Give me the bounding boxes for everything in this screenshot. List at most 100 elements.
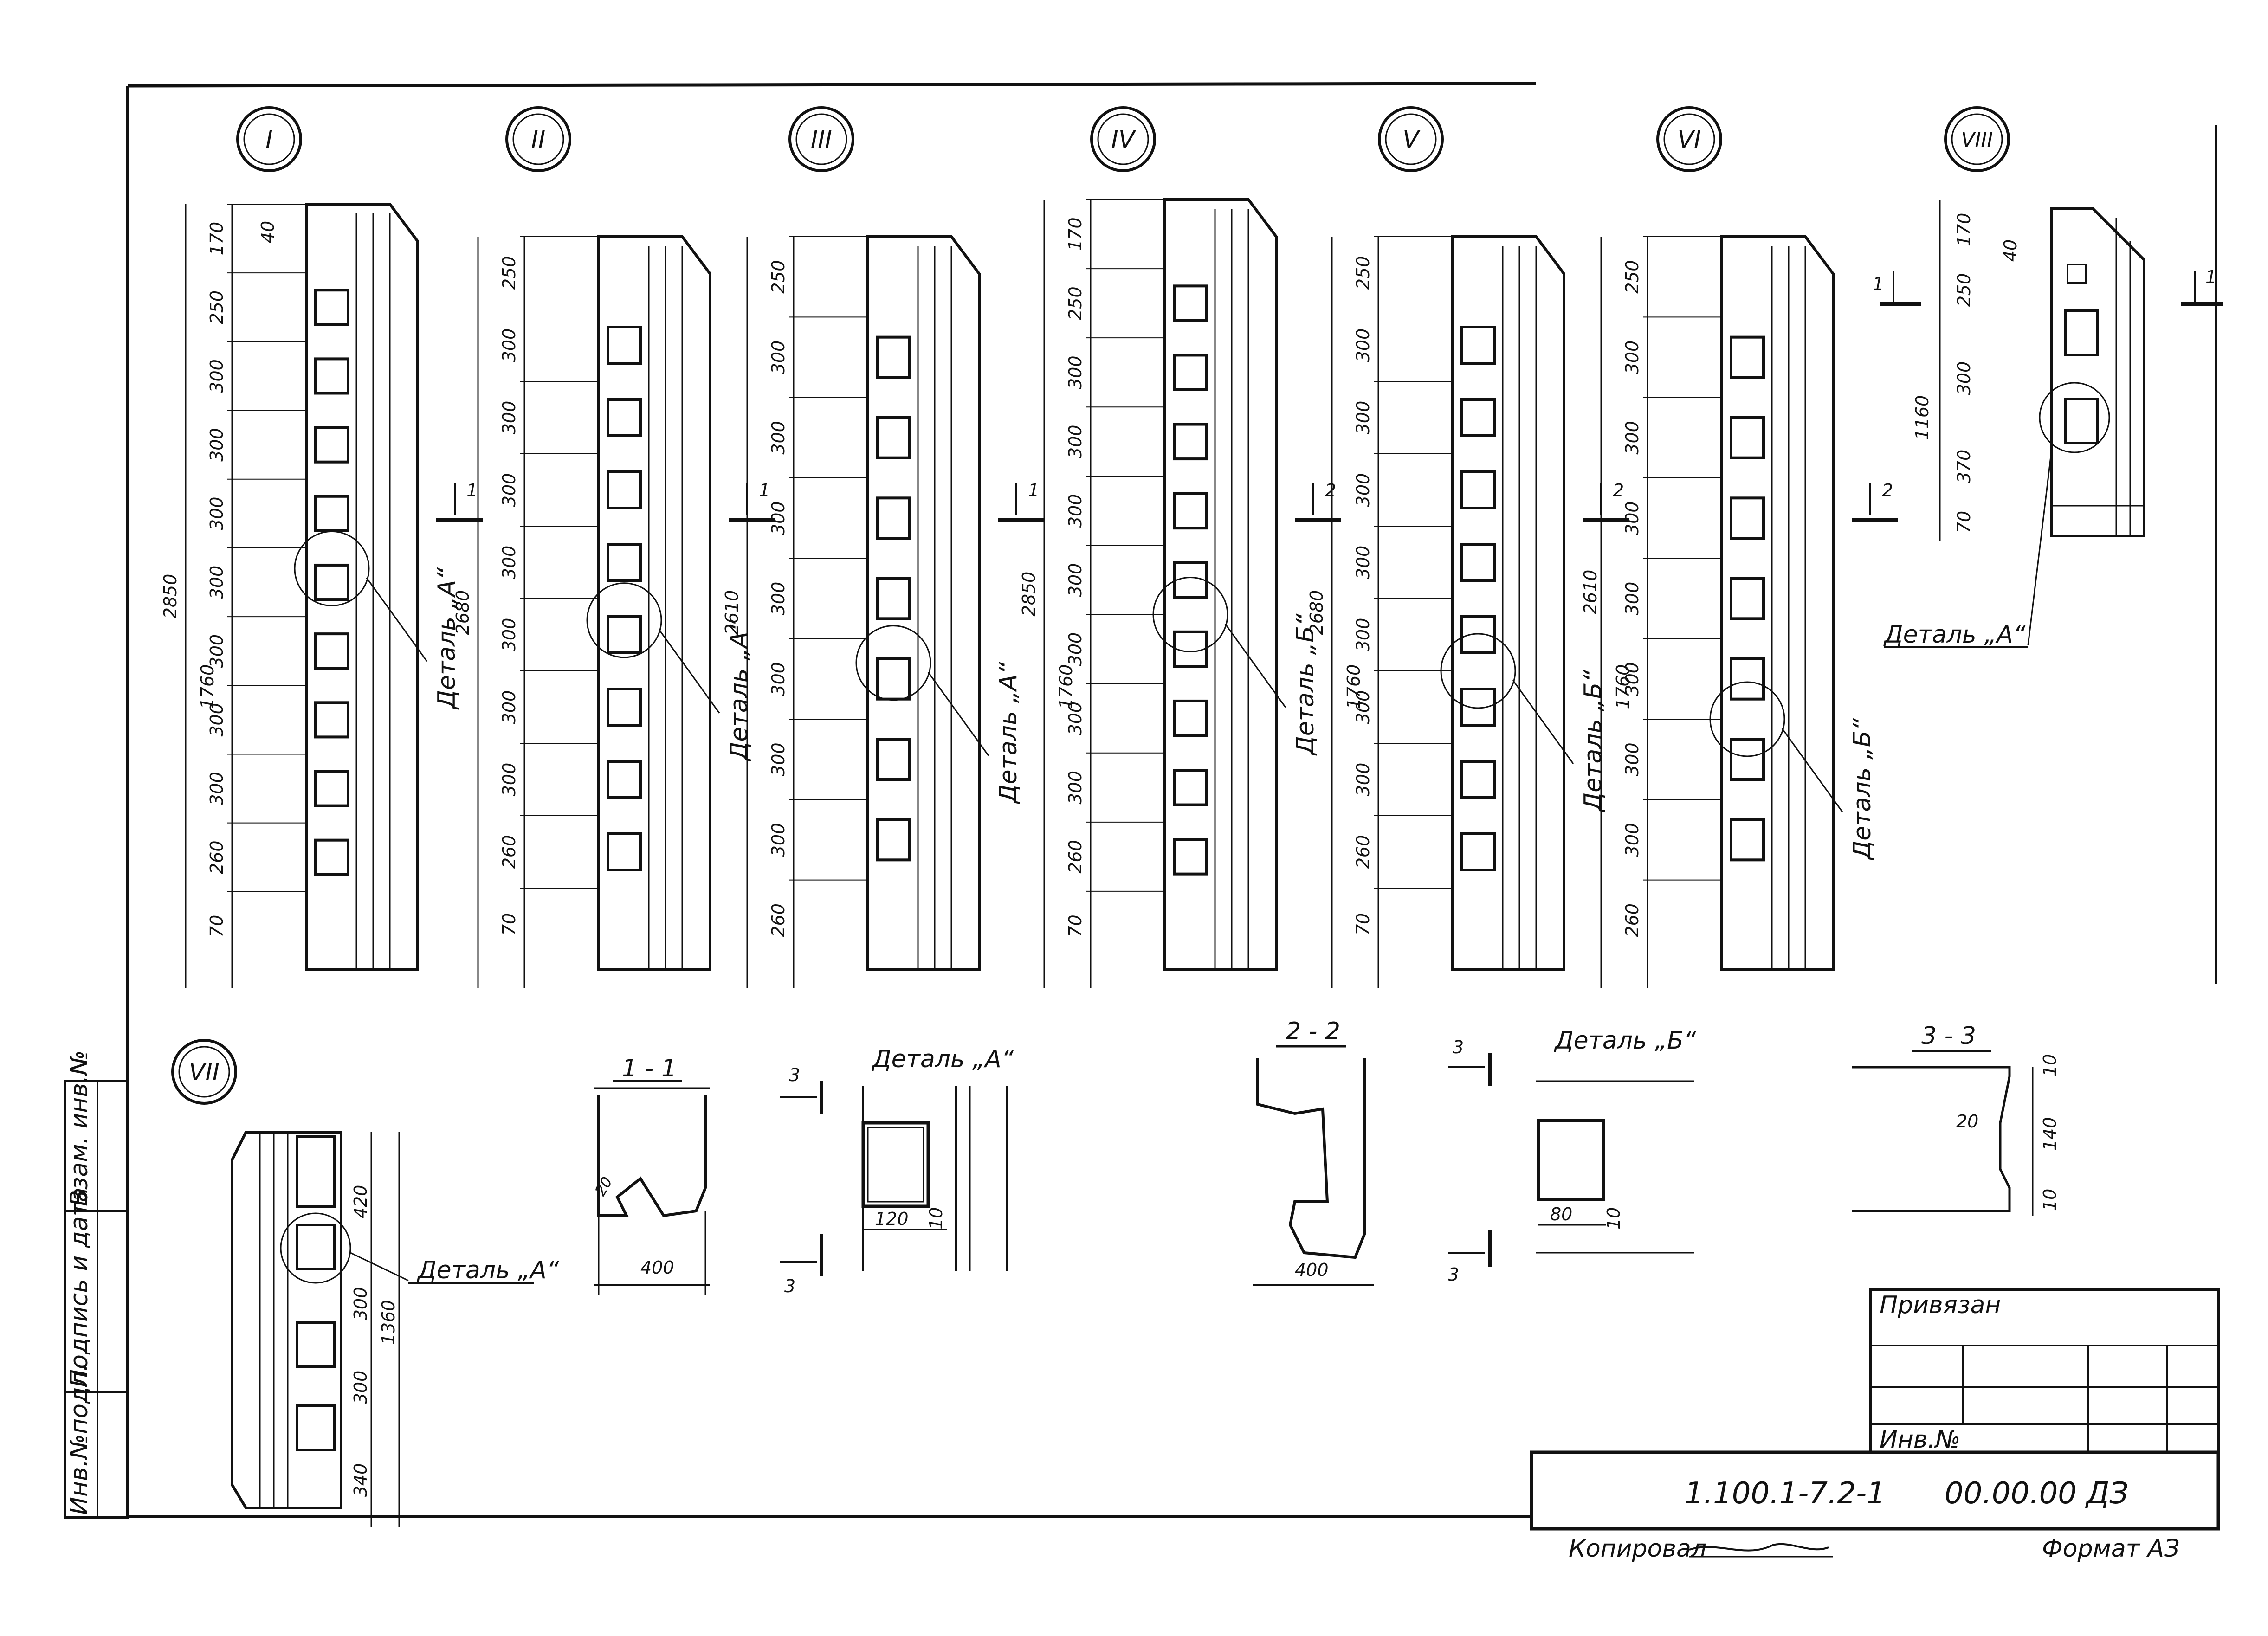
- dim-II-0: 250: [499, 256, 519, 290]
- section-2-2: 2 - 2 400: [1253, 1018, 1374, 1286]
- dim-IV-6: 300: [1065, 632, 1086, 666]
- svg-text:20: 20: [1956, 1111, 1978, 1132]
- opening: [1173, 284, 1208, 322]
- svg-text:II: II: [531, 126, 546, 154]
- cut-label-IV: 2: [1325, 480, 1336, 501]
- column-label-VII: VII: [171, 1039, 237, 1105]
- column-label-IV: IV: [1090, 106, 1156, 172]
- opening: [1173, 838, 1208, 876]
- svg-text:120: 120: [875, 1209, 909, 1229]
- dim-I-1: 250: [207, 290, 227, 324]
- detail-label-I: Деталь „А“: [433, 567, 461, 710]
- opening: [876, 738, 911, 781]
- opening: [1730, 818, 1765, 862]
- opening: [876, 335, 911, 379]
- column-label-VI: VI: [1656, 106, 1722, 172]
- stamp-vzam-inv: Взам. инв.№: [65, 1050, 93, 1206]
- dim-II-5: 300: [499, 618, 519, 652]
- dim-V-7: 300: [1353, 763, 1373, 797]
- dim-VI-3: 300: [1622, 501, 1642, 535]
- sub-VI: 1760: [1613, 664, 1633, 709]
- stamp-inv-podl: Инв.№подл.: [65, 1364, 93, 1515]
- dim-III-1: 300: [768, 341, 788, 374]
- svg-text:400: 400: [640, 1257, 674, 1278]
- dim-IV-2: 300: [1065, 355, 1086, 389]
- svg-text:300: 300: [1954, 361, 1974, 395]
- column-label-I: I: [236, 106, 302, 172]
- title-code-1: 1.100.1-7.2-1: [1685, 1476, 1886, 1511]
- total-II: 2680: [452, 590, 473, 635]
- svg-text:10: 10: [2040, 1189, 2060, 1211]
- opening: [1730, 738, 1765, 781]
- opening: [1460, 832, 1496, 871]
- dim-II-6: 300: [499, 690, 519, 724]
- section-1-1-title: 1 - 1: [622, 1055, 677, 1082]
- dim-I-7: 300: [207, 703, 227, 737]
- svg-text:80: 80: [1550, 1204, 1572, 1224]
- svg-text:10: 10: [926, 1207, 946, 1230]
- dim-V-6: 300: [1353, 690, 1373, 724]
- svg-text:300: 300: [350, 1287, 371, 1321]
- dim-III-4: 300: [768, 582, 788, 616]
- dim-III-5: 300: [768, 662, 788, 696]
- column-elevations: 1 170 250 300 300 300 300 300 300 300 260 70 2850 176…: [160, 198, 1898, 988]
- svg-text:170: 170: [1954, 213, 1974, 247]
- dim-VI-7: 300: [1622, 823, 1642, 857]
- svg-text:3: 3: [789, 1065, 800, 1085]
- dim-IV-8: 300: [1065, 771, 1086, 805]
- cut-label-V: 2: [1613, 480, 1624, 501]
- svg-text:20: 20: [591, 1174, 616, 1199]
- opening: [1460, 470, 1496, 509]
- dim-I-5: 300: [207, 566, 227, 599]
- dim-V-4: 300: [1353, 546, 1373, 580]
- dim-I-3: 300: [207, 428, 227, 462]
- opening: [314, 563, 349, 601]
- total-I: 2850: [160, 574, 181, 619]
- opening: [1173, 630, 1208, 668]
- dim-IV-7: 300: [1065, 702, 1086, 735]
- elevation-III: 1: [746, 235, 1044, 988]
- opening: [607, 832, 642, 871]
- detail-a: Деталь „А“ 3 3 120 10: [780, 1045, 1014, 1296]
- column-label-II: II: [505, 106, 571, 172]
- svg-text:3: 3: [1453, 1037, 1464, 1057]
- opening: [314, 495, 349, 532]
- dim-I-extra: 40: [258, 221, 278, 243]
- dim-III-2: 300: [768, 421, 788, 455]
- opening: [876, 818, 911, 862]
- dim-II-2: 300: [499, 401, 519, 435]
- signature-mark: [1689, 1543, 1829, 1552]
- elev-VII-total: 1360: [378, 1300, 399, 1345]
- elevation-V: 2: [1331, 235, 1629, 988]
- dim-III-0: 250: [768, 260, 788, 294]
- dim-II-4: 300: [499, 546, 519, 580]
- svg-text:V: V: [1402, 126, 1421, 154]
- section-2-2-title: 2 - 2: [1286, 1018, 1340, 1045]
- detail-b: Деталь „Б“ 3 3 80 10: [1448, 1027, 1697, 1285]
- elevation-VII: Деталь „А“ 420 300 300 340 1360: [231, 1131, 560, 1527]
- detail-b-title: Деталь „Б“: [1554, 1027, 1697, 1055]
- detail-label-VI: Деталь „Б“: [1848, 718, 1876, 861]
- svg-text:10: 10: [1603, 1207, 1624, 1230]
- dim-IV-10: 70: [1065, 915, 1086, 937]
- dim-I-9: 260: [207, 840, 227, 874]
- sub-IV: 1760: [1056, 664, 1076, 709]
- sub-I: 1760: [197, 664, 218, 709]
- dim-IV-0: 170: [1065, 217, 1086, 251]
- svg-text:I: I: [265, 126, 272, 154]
- column-label-III: III: [788, 106, 854, 172]
- column-label-V: V: [1378, 106, 1444, 172]
- opening: [1173, 423, 1208, 461]
- opening: [314, 770, 349, 807]
- opening: [1730, 577, 1765, 620]
- detail-total-V: 2610: [1580, 570, 1601, 615]
- dim-IV-9: 260: [1065, 840, 1086, 874]
- dim-VI-0: 250: [1622, 260, 1642, 294]
- opening: [1173, 492, 1208, 530]
- elevation-I: 1: [185, 203, 483, 988]
- opening: [314, 426, 349, 464]
- dim-I-2: 300: [207, 359, 227, 393]
- elevation-II: 1: [477, 235, 775, 988]
- svg-text:3: 3: [784, 1276, 795, 1296]
